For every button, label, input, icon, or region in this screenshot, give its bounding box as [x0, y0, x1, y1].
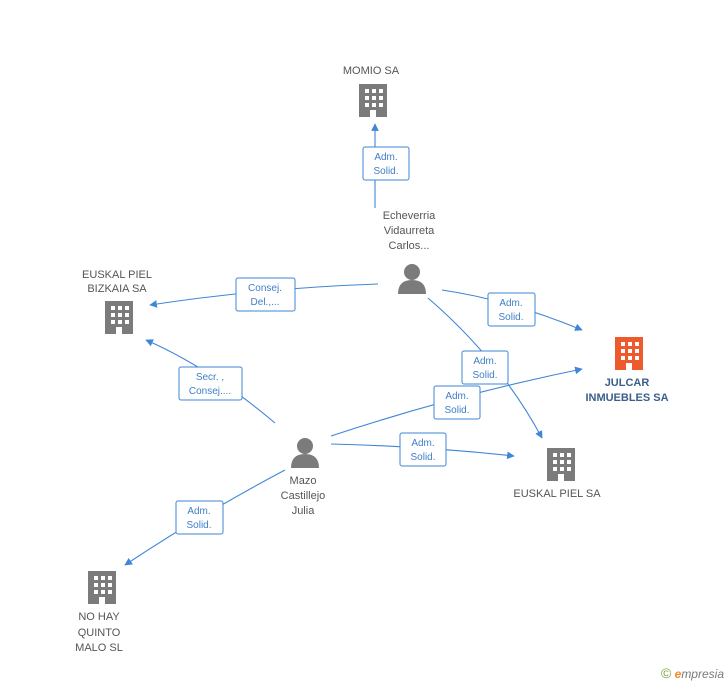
- edge-label-box[interactable]: Adm. Solid.: [175, 500, 224, 535]
- copyright-icon: ©: [660, 665, 672, 681]
- node-mazo[interactable]: Mazo Castillejo Julia: [281, 438, 326, 517]
- node-label: MALO SL: [75, 642, 123, 654]
- edges-layer: Adm. Solid. Consej. Del.,... Adm. Solid.: [124, 123, 583, 566]
- node-label: INMUEBLES SA: [585, 392, 668, 404]
- node-echeverria[interactable]: Echeverria Vidaurreta Carlos...: [383, 210, 436, 294]
- edge-label-line: Adm.: [374, 152, 397, 163]
- edge-label-line: Solid.: [444, 405, 469, 416]
- edge-label-line: Adm.: [445, 391, 468, 402]
- node-label: EUSKAL PIEL: [82, 269, 152, 281]
- empresia-watermark: © empresia: [661, 665, 724, 681]
- node-label: Mazo: [290, 475, 317, 487]
- edge-label-box[interactable]: Consej. Del.,...: [235, 277, 296, 312]
- edge-label-line: Secr. ,: [196, 372, 224, 383]
- edge-label-box[interactable]: Adm. Solid.: [433, 385, 481, 420]
- person-icon: [291, 438, 319, 468]
- edge-echeverria-julcar: Adm. Solid.: [441, 289, 583, 331]
- node-label: Julia: [292, 505, 316, 517]
- building-icon: [105, 301, 133, 334]
- edge-label-line: Adm.: [473, 356, 496, 367]
- edge-label-line: Consej....: [189, 386, 231, 397]
- edge-label-line: Adm.: [187, 506, 210, 517]
- edge-label-line: Solid.: [498, 312, 523, 323]
- brand-initial: e: [674, 667, 682, 681]
- edge-label-line: Adm.: [411, 438, 434, 449]
- building-icon: [547, 448, 575, 481]
- edge-mazo-no-hay: Adm. Solid.: [124, 469, 286, 566]
- node-momio[interactable]: MOMIO SA: [343, 65, 400, 117]
- edge-label-box[interactable]: Adm. Solid.: [399, 432, 447, 467]
- person-icon: [398, 264, 426, 294]
- edge-mazo-euskal-piel: Adm. Solid.: [330, 432, 515, 467]
- node-label: MOMIO SA: [343, 65, 400, 77]
- node-label: Vidaurreta: [384, 225, 435, 237]
- node-julcar[interactable]: JULCAR INMUEBLES SA: [585, 337, 669, 404]
- edge-label-line: Adm.: [499, 298, 522, 309]
- node-label: Echeverria: [383, 210, 436, 222]
- edge-label-line: Consej.: [248, 283, 282, 294]
- brand-name: mpresia: [681, 667, 724, 681]
- edge-echeverria-euskal-piel: Adm. Solid.: [427, 297, 543, 439]
- edge-label-line: Solid.: [472, 370, 497, 381]
- node-euskal-piel[interactable]: EUSKAL PIEL SA: [513, 448, 601, 500]
- building-icon: [359, 84, 387, 117]
- node-label: NO HAY: [78, 611, 120, 623]
- edge-label-box[interactable]: Adm. Solid.: [461, 350, 509, 385]
- edge-label-line: Solid.: [410, 452, 435, 463]
- edge-label-line: Solid.: [373, 166, 398, 177]
- node-euskal-bizkaia[interactable]: EUSKAL PIEL BIZKAIA SA: [82, 269, 152, 334]
- node-label: EUSKAL PIEL SA: [513, 488, 601, 500]
- building-icon: [615, 337, 643, 370]
- node-label: Carlos...: [389, 240, 430, 252]
- edge-label-line: Solid.: [186, 520, 211, 531]
- node-label: Castillejo: [281, 490, 326, 502]
- edge-mazo-julcar: Adm. Solid.: [330, 366, 583, 437]
- node-label: BIZKAIA SA: [87, 283, 147, 295]
- edge-label-box[interactable]: Adm. Solid.: [487, 292, 536, 327]
- edge-label-box[interactable]: Adm. Solid.: [362, 146, 410, 181]
- node-no-hay[interactable]: NO HAY QUINTO MALO SL: [75, 571, 123, 654]
- node-label: JULCAR: [605, 377, 650, 389]
- node-label: QUINTO: [78, 627, 121, 639]
- nodes-layer: MOMIO SA Echeverria Vidaurreta Carlos...: [75, 65, 668, 654]
- building-icon: [88, 571, 116, 604]
- edge-echeverria-momio: Adm. Solid.: [362, 123, 410, 208]
- edge-mazo-euskal-bizkaia: Secr. , Consej....: [145, 339, 276, 424]
- edge-echeverria-euskal-bizkaia: Consej. Del.,...: [149, 277, 379, 312]
- edge-label-line: Del.,...: [251, 297, 280, 308]
- edge-label-box[interactable]: Secr. , Consej....: [178, 366, 243, 401]
